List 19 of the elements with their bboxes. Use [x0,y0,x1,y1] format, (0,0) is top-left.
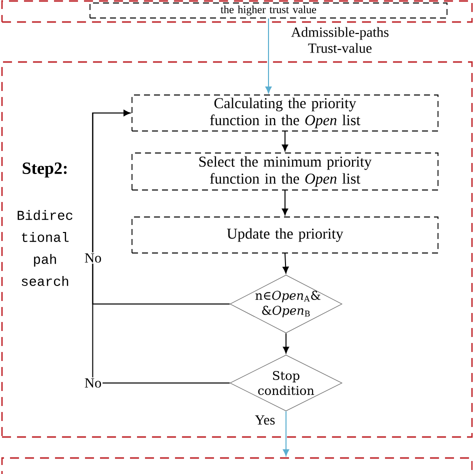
process-box: Update the priority [132,216,438,254]
edge-label: No [83,377,103,389]
process-box: the higher trust value [90,2,448,18]
step-panel [1,0,473,23]
edge-label: No [83,252,103,264]
arrow [282,130,288,152]
arrow [282,252,289,274]
step-description: Bidirec tional pah search [18,210,72,286]
edge-label: Yes [254,414,276,426]
arrow [92,110,230,384]
arrow [265,18,272,94]
arrow [282,332,290,354]
step-heading: Step2: [22,162,67,178]
step-panel [1,457,473,474]
arrow [282,410,290,456]
arrow [282,190,288,216]
process-box: Select the minimum priority function in the Open list [132,152,438,190]
edge-label: Admissible-paths Trust-value [284,26,396,54]
process-box: Calculating the priority function in the Open list [132,94,438,132]
